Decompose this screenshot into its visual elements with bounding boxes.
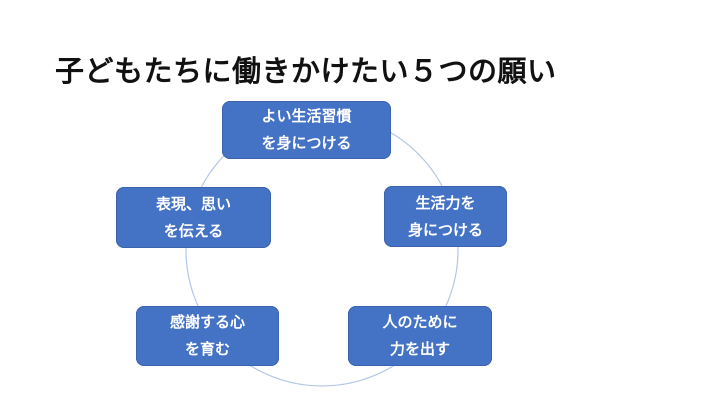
- cycle-node-life-skills: 生活力を 身につける: [384, 186, 507, 247]
- node-line2: を伝える: [163, 221, 224, 240]
- cycle-node-expression: 表現、思い を伝える: [116, 187, 271, 248]
- node-line1: よい生活習慣: [261, 107, 352, 125]
- node-line2: 身につける: [407, 220, 483, 239]
- cycle-node-gratitude: 感謝する心 を育む: [136, 306, 279, 366]
- node-line2: を育む: [184, 340, 230, 358]
- node-line1: 感謝する心: [169, 313, 245, 331]
- node-line1: 表現、思い: [155, 194, 231, 213]
- node-line1: 生活力を: [415, 193, 476, 212]
- node-line1: 人のために: [382, 313, 458, 331]
- cycle-node-good-habits: よい生活習慣 を身につける: [222, 101, 391, 159]
- node-line2: を身につける: [261, 134, 352, 152]
- slide-title: 子どもたちに働きかけたい５つの願い: [55, 54, 557, 88]
- cycle-node-help-others: 人のために 力を出す: [348, 306, 492, 366]
- node-line2: 力を出す: [389, 340, 450, 358]
